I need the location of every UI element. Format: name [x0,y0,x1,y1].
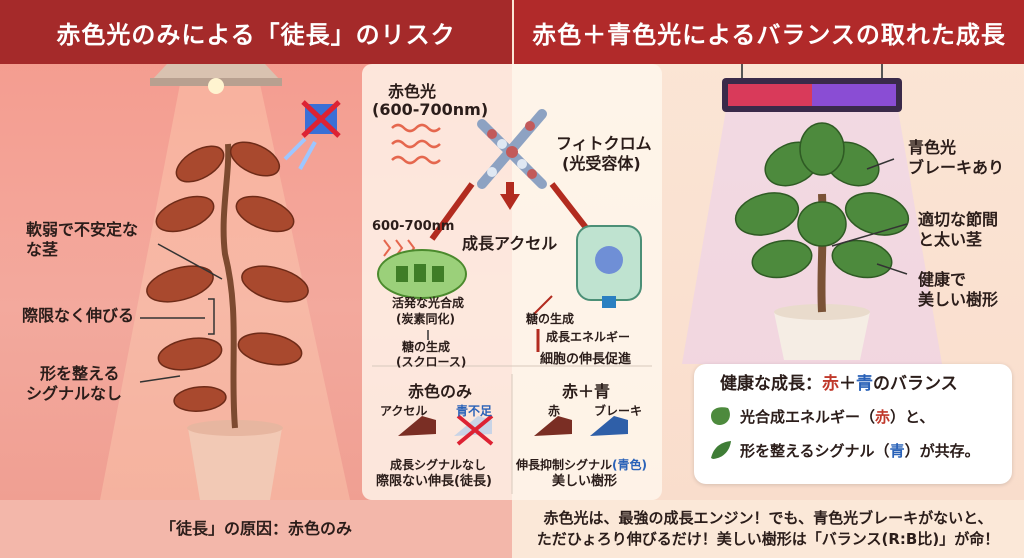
rb-desc-1: 伸長抑制シグナル(青色) [516,458,647,473]
cell-energy-label: 成長エネルギー [546,330,631,344]
label-weak-stem-1: 軟弱で不安定な [26,220,139,239]
red-blue-pedals-icon [534,416,628,436]
label-node-1: 適切な節間 [918,210,999,229]
label-blue-brake-1: 青色光 [908,138,957,157]
label-blue-brake-2: ブレーキあり [908,158,1005,177]
no-blue-label: 青不足 [456,404,493,418]
growth-accel-label: 成長アクセル [462,234,558,253]
balance-item-2: 形を整えるシグナル（青）が共存。 [740,442,980,461]
red-only-pedals-icon [398,414,494,446]
right-title: 赤色＋青色光によるバランスの取れた成長 [512,0,1024,64]
red-blue-title: 赤＋青 [562,382,611,401]
red-light-range: (600-700nm) [372,100,489,119]
label-no-signal-2: シグナルなし [26,384,123,403]
label-healthy-2: 美しい樹形 [918,290,999,309]
right-caption-1: 赤色光は、最強の成長エンジン！でも、青色光ブレーキがないと、 [543,509,993,527]
balance-title-blue: 青 [856,374,873,394]
right-caption-bar: 赤色光は、最強の成長エンジン！でも、青色光ブレーキがないと、 ただひょろり伸びる… [512,500,1024,558]
sugar-label: 糖の生成 [402,340,451,354]
crossed-blue-lamp-icon [283,100,341,170]
left-caption-bar: 「徒長」の原因：赤色のみ [0,500,512,558]
label-healthy-1: 健康で [918,270,967,289]
leaf-icon-2 [711,441,731,459]
balance-item-1: 光合成エネルギー（赤）と、 [740,408,934,427]
accel-label: アクセル [380,404,428,418]
item2-a: 形を整えるシグナル（ [740,442,890,460]
balance-title: 健康な成長：赤＋青のバランス [720,374,958,395]
right-caption-2: ただひょろり伸びるだけ！美しい樹形は「バランス(R:B比)」が命！ [536,530,1000,548]
item1-red: 赤 [875,408,891,426]
item1-a: 光合成エネルギー（ [740,408,876,426]
rb-red-label: 赤 [548,404,561,418]
carbon-fixation-label: (炭素同化) [396,312,455,326]
wave-range-label: 600-700nm [372,219,455,234]
left-caption: 「徒長」の原因：赤色のみ [159,519,352,538]
item2-b: ）が共存。 [904,442,980,460]
balance-box: 健康な成長：赤＋青のバランス 光合成エネルギー（赤）と、 形を整えるシグナル（青… [694,364,1012,484]
right-illustration [682,64,942,364]
label-no-signal-1: 形を整える [40,364,120,383]
pot [188,428,282,500]
label-endless-growth: 際限なく伸びる [22,306,135,325]
phytochrome-label: フィトクロム [556,134,652,153]
photosynthesis-label: 活発な光合成 [392,296,465,310]
item2-blue: 青 [889,442,905,460]
phytochrome-molecule-icon [477,109,547,189]
item1-b: ）と、 [890,408,935,426]
red-only-desc-2: 際限ない伸長(徒長) [376,474,492,489]
sucrose-label: (スクロース) [396,355,467,369]
label-weak-stem-2: な茎 [26,240,59,259]
cell-sugar-label: 糖の生成 [526,312,575,326]
red-only-title: 赤色のみ [408,382,473,401]
left-title: 赤色光のみによる「徒長」のリスク [0,0,512,64]
chloroplast-icon [377,249,467,299]
cell-icon [576,225,642,308]
balance-title-plus: ＋ [839,374,856,394]
rb-desc-1a: 伸長抑制シグナル [516,458,613,472]
rb-brake-label: ブレーキ [594,404,643,418]
balance-title-a: 健康な成長： [720,374,822,394]
red-only-desc-1: 成長シグナルなし [390,458,487,472]
balance-title-red: 赤 [822,374,839,394]
label-node-2: と太い茎 [918,230,983,249]
red-light-title: 赤色光 [388,82,437,101]
cell-elongation-label: 細胞の伸長促進 [540,352,632,367]
rb-desc-1b: (青色) [612,458,647,472]
leaf-icon-1 [711,407,730,425]
balance-title-b: のバランス [873,374,958,394]
rb-desc-2: 美しい樹形 [552,474,618,489]
phytochrome-sub: (光受容体) [562,154,641,173]
mechanism-diagram [372,109,652,494]
left-illustration [100,64,350,500]
